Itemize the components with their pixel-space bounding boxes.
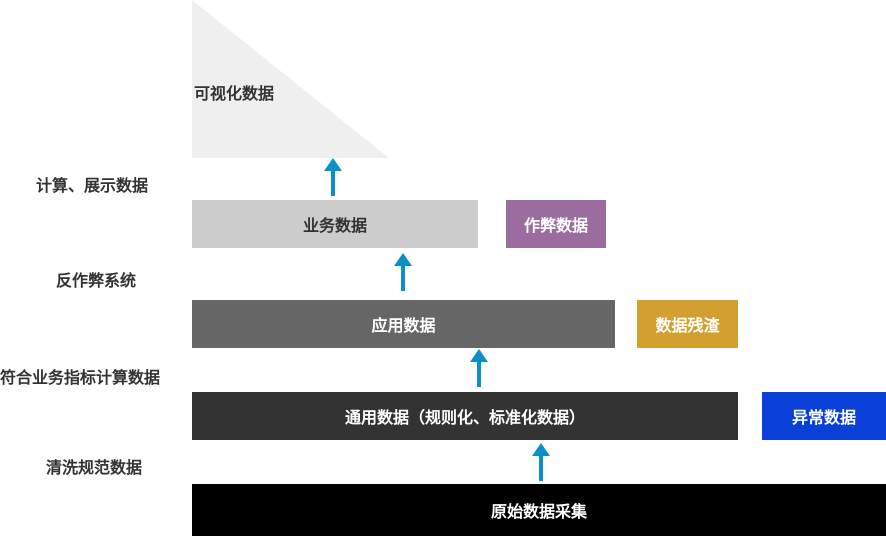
step-label-business-metric: 符合业务指标计算数据 bbox=[0, 368, 161, 387]
step-label-compute-display: 计算、展示数据 bbox=[36, 176, 149, 195]
visualization-shape bbox=[192, 0, 389, 158]
layer-common-data: 通用数据（规则化、标准化数据） bbox=[192, 392, 738, 440]
arrow-up-icon bbox=[394, 253, 412, 291]
side-box-abnormal-label: 异常数据 bbox=[791, 408, 856, 427]
layer-business-label: 业务数据 bbox=[302, 216, 367, 235]
arrow-up-icon bbox=[470, 349, 488, 387]
side-box-cheat-data: 作弊数据 bbox=[506, 200, 606, 248]
side-box-abnormal-data: 异常数据 bbox=[762, 392, 886, 440]
side-box-cheat-label: 作弊数据 bbox=[523, 216, 588, 235]
layer-application-data: 应用数据 bbox=[192, 300, 615, 348]
layer-raw-label: 原始数据采集 bbox=[490, 502, 587, 521]
side-box-residue-data: 数据残渣 bbox=[637, 300, 738, 348]
arrow-up-icon bbox=[324, 158, 342, 196]
layer-raw-data: 原始数据采集 bbox=[192, 484, 886, 536]
step-label-cleaning: 清洗规范数据 bbox=[46, 458, 143, 477]
visualization-triangle bbox=[192, 0, 389, 158]
layer-application-label: 应用数据 bbox=[371, 316, 436, 335]
layer-business-data: 业务数据 bbox=[192, 200, 478, 248]
visualization-label: 可视化数据 bbox=[194, 84, 275, 103]
step-label-anti-cheat: 反作弊系统 bbox=[56, 271, 137, 290]
side-box-residue-label: 数据残渣 bbox=[655, 316, 720, 335]
layer-common-label: 通用数据（规则化、标准化数据） bbox=[344, 408, 585, 427]
arrow-up-icon bbox=[532, 443, 550, 481]
